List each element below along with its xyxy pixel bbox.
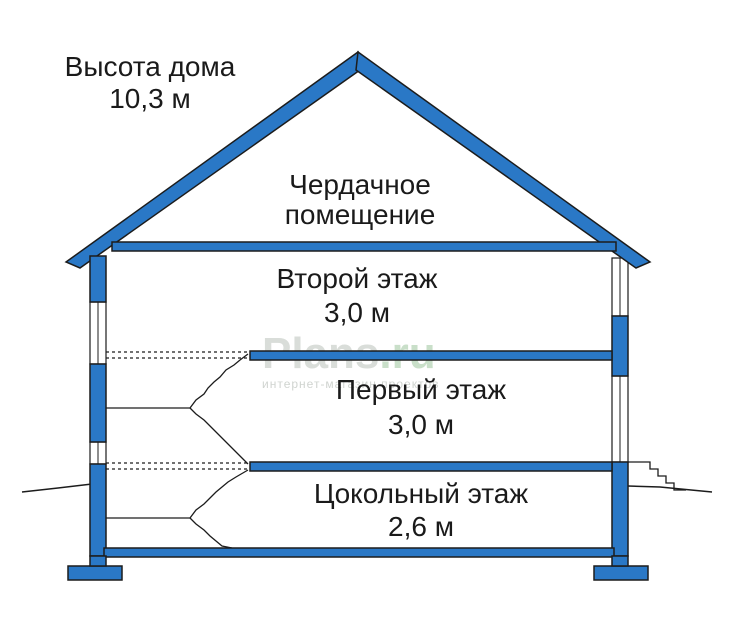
first-floor-slab xyxy=(249,461,613,472)
attic-floor-slab xyxy=(111,241,617,252)
right-foundation xyxy=(593,565,649,581)
left-wall-upper xyxy=(89,255,107,303)
structure xyxy=(64,50,652,581)
house-height-title: Высота дома xyxy=(65,51,236,82)
second-floor-slab xyxy=(249,350,613,361)
first-floor-height: 3,0 м xyxy=(388,409,454,440)
ground-line xyxy=(21,483,713,493)
house-height-value: 10,3 м xyxy=(109,83,191,114)
attic-label-line2: помещение xyxy=(285,199,436,230)
second-floor-height: 3,0 м xyxy=(324,297,390,328)
basement-floor-slab xyxy=(103,547,615,558)
attic-label-line1: Чердачное xyxy=(289,169,431,200)
interior-staircases xyxy=(106,353,249,549)
left-wall-middle xyxy=(89,363,107,443)
right-wall-upper xyxy=(611,315,629,377)
left-foundation xyxy=(67,565,123,581)
floor-guidelines xyxy=(106,351,250,470)
basement-name: Цокольный этаж xyxy=(314,478,528,509)
window-mullions xyxy=(97,258,621,464)
left-wall-lower xyxy=(89,463,107,557)
second-floor-name: Второй этаж xyxy=(277,263,438,294)
left-footing-post xyxy=(89,555,107,567)
watermark-tagline: интернет-магазин проектов xyxy=(262,377,440,391)
exterior-steps xyxy=(628,461,686,491)
roof-right-slope xyxy=(355,50,652,269)
basement-height: 2,6 м xyxy=(388,511,454,542)
right-wall-lower xyxy=(611,461,629,557)
first-floor-name: Первый этаж xyxy=(336,374,506,405)
right-footing-post xyxy=(611,555,629,567)
